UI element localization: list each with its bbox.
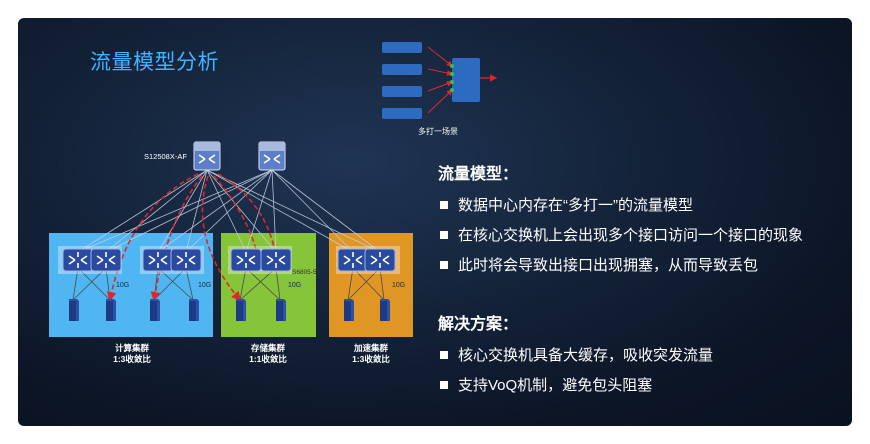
slide-title: 流量模型分析 <box>90 51 219 74</box>
analysis-panel: 流量模型： 数据中心内存在“多打一”的流量模型 在核心交换机上会出现多个接口访问… <box>438 160 803 404</box>
cluster-name: 存储集群 <box>250 343 286 353</box>
source-block <box>382 108 422 119</box>
cluster-name: 加速集群 <box>353 343 389 353</box>
solution-bullet: 支持VoQ机制，避免包头阻塞 <box>438 374 803 395</box>
bullet-square-icon <box>440 230 448 239</box>
slide: 流量模型分析 <box>18 18 852 426</box>
access-switches <box>58 246 400 274</box>
bullet-square-icon <box>440 260 448 269</box>
inset-label: 多打一场景 <box>418 126 458 136</box>
solution-bullet: 核心交换机具备大缓存，吸收突发流量 <box>438 344 803 365</box>
topology-diagram: 多打一场景 <box>49 42 498 364</box>
core-switch-label: S12508X-AF <box>144 152 187 161</box>
cluster-ratio: 1:3收敛比 <box>113 354 151 364</box>
link-speed-label: 10G <box>116 282 129 289</box>
source-block <box>382 64 422 75</box>
bullet-square-icon <box>440 350 448 359</box>
source-block <box>382 42 422 53</box>
congestion-flows <box>106 173 280 302</box>
model-bullet: 此时将会导致出接口出现拥塞，从而导致丢包 <box>438 254 803 275</box>
cluster-ratio: 1:3收敛比 <box>352 354 390 364</box>
core-switch-1 <box>193 141 221 171</box>
many-to-one-inset: 多打一场景 <box>382 42 498 136</box>
target-switch <box>452 58 480 102</box>
model-bullet: 数据中心内存在“多打一”的流量模型 <box>438 194 803 215</box>
link-speed-label: 10G <box>288 282 301 289</box>
core-switch-2 <box>258 141 286 171</box>
source-block <box>382 86 422 97</box>
model-title: 流量模型： <box>438 166 519 183</box>
link-speed-label: 10G <box>198 282 211 289</box>
model-bullet: 在核心交换机上会出现多个接口访问一个接口的现象 <box>438 224 803 245</box>
bullet-square-icon <box>440 380 448 389</box>
link-speed-label: 10G <box>392 282 405 289</box>
storage-switch-label: S6805-56 <box>292 269 321 276</box>
cluster-name: 计算集群 <box>115 343 150 353</box>
bullet-square-icon <box>440 200 448 209</box>
cluster-ratio: 1:1收敛比 <box>249 354 287 364</box>
solution-title: 解决方案： <box>438 316 519 333</box>
